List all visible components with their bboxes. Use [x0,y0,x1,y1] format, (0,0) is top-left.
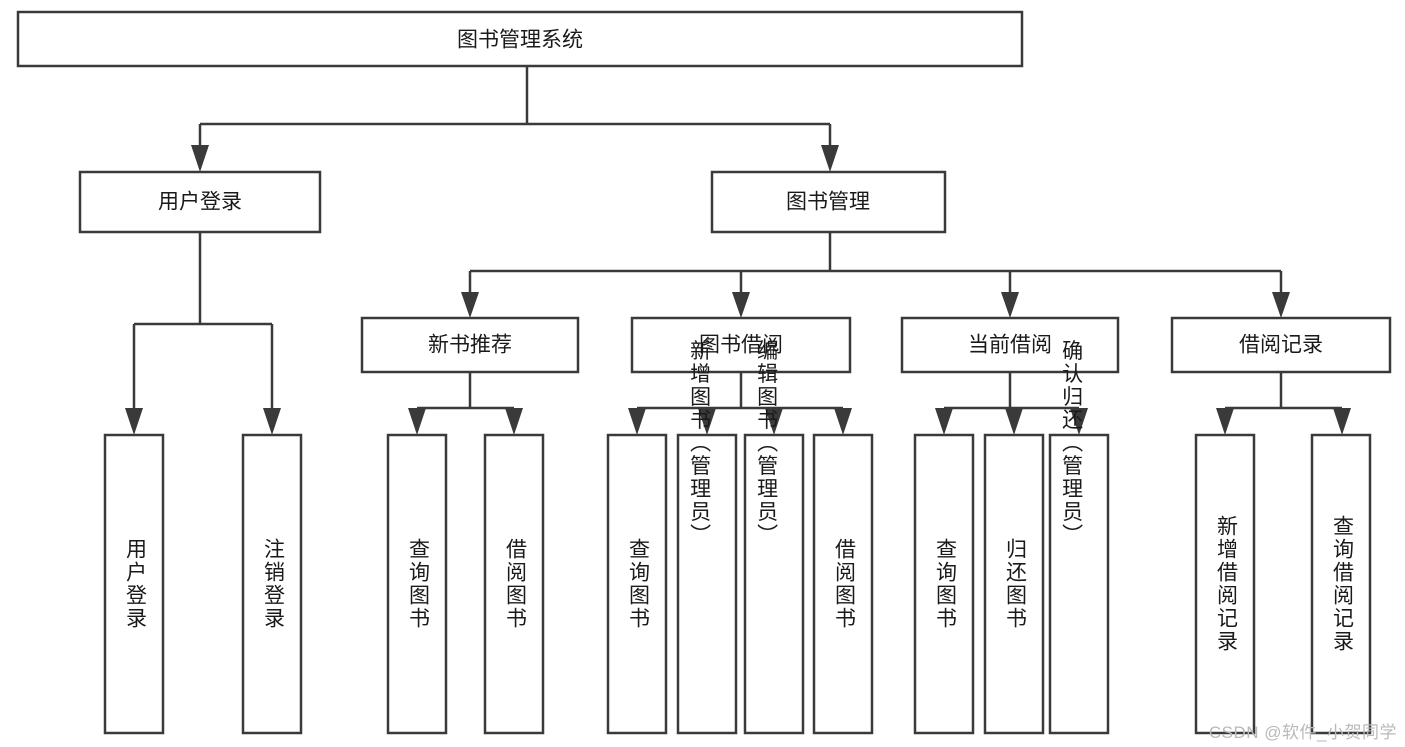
connector-group-user-login [125,232,281,435]
node-new-book-recommend-label: 新书推荐 [428,334,512,357]
node-leaf-add-record[interactable]: 新增借阅记录 [1194,433,1256,735]
connector-group-current-borrow [935,372,1088,435]
node-leaf-query-record-box[interactable] [1310,433,1372,735]
node-leaf-borrow-book-1-label: 借阅图书 [503,538,527,630]
node-leaf-return-book-label: 归还图书 [1003,538,1027,630]
arrow-to-leaf-borrow-book-2 [834,408,852,435]
arrow-to-leaf-query-book-2 [628,408,646,435]
node-leaf-logout-login-box[interactable] [241,433,303,735]
node-leaf-user-login[interactable]: 用户登录 [103,433,165,735]
node-leaf-query-record-label: 查询借阅记录 [1330,515,1354,653]
node-leaf-query-book-3-label: 查询图书 [933,538,957,630]
node-book-management-box[interactable] [710,170,947,234]
node-user-login[interactable]: 用户登录 [78,170,322,234]
node-leaf-add-book[interactable]: 新增图书（管理员） [676,340,738,735]
arrow-to-leaf-return-book [1005,408,1023,435]
node-leaf-query-book-3-box[interactable] [913,433,975,735]
node-leaf-add-book-box[interactable] [676,433,738,735]
node-leaf-query-record[interactable]: 查询借阅记录 [1310,433,1372,735]
node-book-borrow[interactable]: 图书借阅 [630,316,852,374]
node-leaf-return-book-box[interactable] [983,433,1045,735]
node-current-borrow-box[interactable] [900,316,1120,374]
node-leaf-logout-login[interactable]: 注销登录 [241,433,303,735]
arrow-to-leaf-query-book-3 [935,408,953,435]
connector-group-book-borrow [628,372,852,435]
node-leaf-user-login-box[interactable] [103,433,165,735]
node-leaf-borrow-book-2-label: 借阅图书 [832,538,856,630]
arrow-to-new-book-recommend [461,292,479,318]
arrow-to-book-borrow [732,292,750,318]
arrow-to-leaf-borrow-book-1 [505,408,523,435]
node-leaf-confirm-return-box[interactable] [1048,433,1110,735]
node-current-borrow[interactable]: 当前借阅 [900,316,1120,374]
connector-group-borrow-record [1216,372,1351,435]
node-root[interactable]: 图书管理系统 [16,10,1024,68]
arrow-to-user-login [191,145,209,172]
node-leaf-edit-book-label: 编辑图书（管理员） [755,340,779,547]
node-leaf-add-book-label: 新增图书（管理员） [688,340,712,547]
node-root-box[interactable] [16,10,1024,68]
node-leaf-return-book[interactable]: 归还图书 [983,433,1045,735]
node-leaf-confirm-return-label: 确认归还（管理员） [1060,340,1084,547]
node-leaf-query-book-3[interactable]: 查询图书 [913,433,975,735]
node-leaf-add-record-label: 新增借阅记录 [1214,515,1238,653]
node-book-borrow-label: 图书借阅 [699,334,783,357]
node-user-login-box[interactable] [78,170,322,234]
node-book-management-label: 图书管理 [786,191,870,214]
arrow-to-leaf-logout-login [263,408,281,435]
arrow-to-leaf-user-login [125,408,143,435]
node-new-book-recommend-box[interactable] [360,316,580,374]
node-leaf-query-book-1[interactable]: 查询图书 [386,433,448,735]
node-leaf-query-book-2[interactable]: 查询图书 [606,433,668,735]
node-leaf-borrow-book-2[interactable]: 借阅图书 [812,433,874,735]
connector-group-root [191,66,839,172]
node-leaf-logout-login-label: 注销登录 [261,538,285,630]
arrow-to-current-borrow [1001,292,1019,318]
node-leaf-edit-book-box[interactable] [743,433,805,735]
connector-group-book-management [461,232,1290,318]
node-leaf-user-login-label: 用户登录 [123,538,147,630]
node-book-borrow-box[interactable] [630,316,852,374]
node-leaf-add-record-box[interactable] [1194,433,1256,735]
node-root-label: 图书管理系统 [457,29,583,52]
csdn-watermark: CSDN @软件_小贺同学 [1208,723,1397,742]
node-leaf-edit-book[interactable]: 编辑图书（管理员） [743,340,805,735]
node-borrow-record[interactable]: 借阅记录 [1170,316,1392,374]
arrow-to-leaf-confirm-return [1070,408,1088,435]
arrow-to-leaf-query-record [1333,408,1351,435]
arrow-to-leaf-add-book [698,408,716,435]
arrow-to-book-management [821,145,839,172]
node-book-management[interactable]: 图书管理 [710,170,947,234]
node-leaf-query-book-1-box[interactable] [386,433,448,735]
node-new-book-recommend[interactable]: 新书推荐 [360,316,580,374]
arrow-to-leaf-edit-book [765,408,783,435]
node-leaf-query-book-1-label: 查询图书 [406,538,430,630]
node-leaf-borrow-book-2-box[interactable] [812,433,874,735]
node-current-borrow-label: 当前借阅 [968,334,1052,357]
arrow-to-borrow-record [1272,292,1290,318]
arrow-to-leaf-add-record [1216,408,1234,435]
node-leaf-query-book-2-label: 查询图书 [626,538,650,630]
node-leaf-borrow-book-1-box[interactable] [483,433,545,735]
node-leaf-borrow-book-1[interactable]: 借阅图书 [483,433,545,735]
node-leaf-query-book-2-box[interactable] [606,433,668,735]
node-borrow-record-box[interactable] [1170,316,1392,374]
arrow-to-leaf-query-book-1 [408,408,426,435]
node-borrow-record-label: 借阅记录 [1239,334,1323,357]
node-user-login-label: 用户登录 [158,191,242,214]
connector-group-new-book-recommend [408,372,523,435]
node-leaf-confirm-return[interactable]: 确认归还（管理员） [1048,340,1110,735]
